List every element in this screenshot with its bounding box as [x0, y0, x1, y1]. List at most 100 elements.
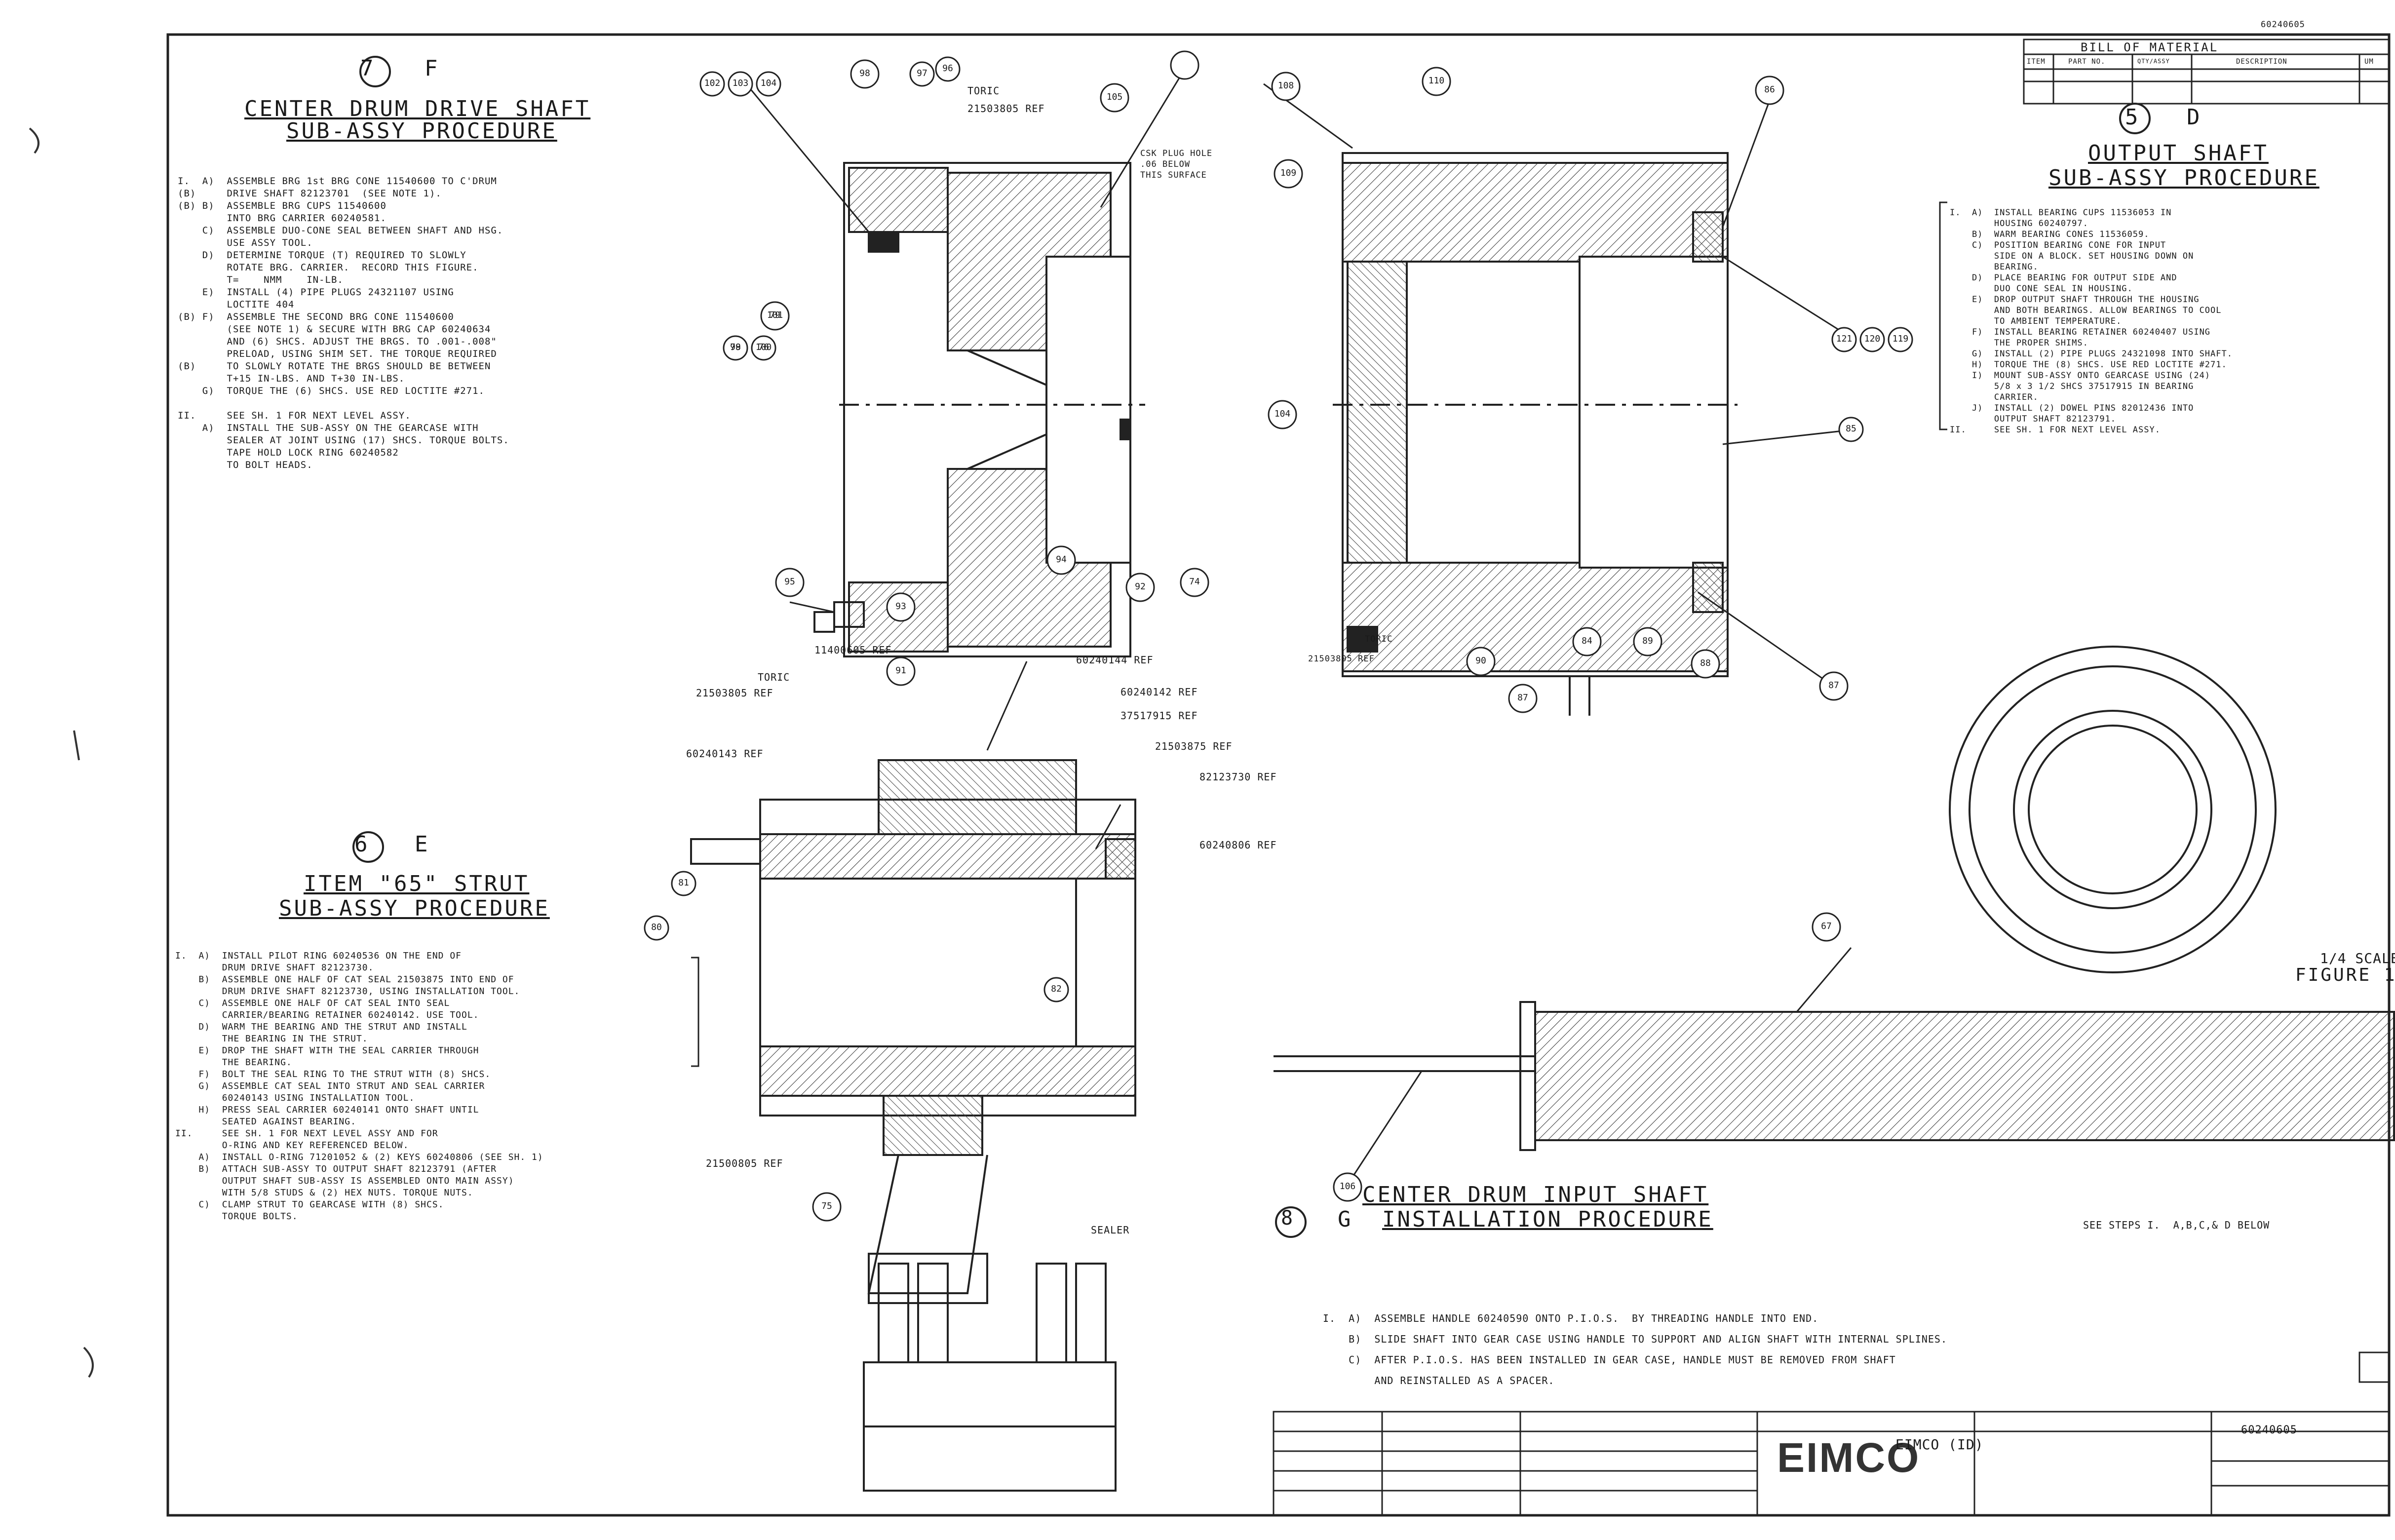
callout-number: 88	[1700, 658, 1711, 668]
part-ref: 60240144 REF	[1076, 654, 1154, 666]
bom-col-qty: QTY/ASSY	[2137, 58, 2170, 65]
balloon	[1819, 671, 1849, 701]
callout-number: 108	[1277, 80, 1294, 91]
balloon	[723, 335, 748, 361]
procedure-step: (B) DRIVE SHAFT 82123701 (SEE NOTE 1).	[178, 188, 442, 199]
figure-label: FIGURE 1	[2295, 965, 2395, 985]
procedure-step: (B) F) ASSEMBLE THE SECOND BRG CONE 1154…	[178, 311, 454, 322]
balloon	[850, 59, 880, 89]
callout-number: 81	[678, 878, 689, 888]
procedure-step: B) SLIDE SHAFT INTO GEAR CASE USING HAND…	[1323, 1333, 1947, 1345]
balloon	[1633, 627, 1662, 656]
toric-label: TORIC	[1365, 634, 1393, 644]
callout-number: 102	[704, 78, 721, 88]
balloon	[1043, 977, 1069, 1002]
procedure-step: D) PLACE BEARING FOR OUTPUT SIDE AND	[1950, 273, 2177, 283]
procedure-step: C) ASSEMBLE ONE HALF OF CAT SEAL INTO SE…	[175, 998, 450, 1008]
callout-number: 97	[917, 68, 927, 78]
balloon	[1333, 1172, 1362, 1202]
procedure-step: C) AFTER P.I.O.S. HAS BEEN INSTALLED IN …	[1323, 1354, 1896, 1366]
procedure-step: OUTPUT SHAFT 82123791.	[1950, 414, 2117, 424]
callout-number: 104	[1274, 409, 1291, 419]
figure-scale: 1/4 SCALE	[2320, 950, 2395, 966]
procedure-step: O-RING AND KEY REFERENCED BELOW.	[175, 1140, 409, 1151]
callout-number: 76	[758, 342, 769, 352]
procedure-step: (SEE NOTE 1) & SECURE WITH BRG CAP 60240…	[178, 324, 491, 335]
bom-title: BILL OF MATERIAL	[2081, 40, 2219, 54]
procedure-step: THE PROPER SHIMS.	[1950, 338, 2088, 348]
procedure-step: G) INSTALL (2) PIPE PLUGS 24321098 INTO …	[1950, 349, 2233, 359]
bom-col-item: ITEM	[2027, 58, 2046, 66]
balloon	[775, 568, 805, 597]
procedure-step: F) INSTALL BEARING RETAINER 60240407 USI…	[1950, 327, 2211, 337]
balloon	[671, 871, 696, 896]
csk-plug-note: CSK PLUG HOLE .06 BELOW THIS SURFACE	[1140, 149, 1213, 180]
procedure-step: H) PRESS SEAL CARRIER 60240141 ONTO SHAF…	[175, 1105, 479, 1115]
part-ref: 21500805 REF	[706, 1157, 783, 1169]
balloon	[1422, 67, 1451, 96]
balloon	[1125, 573, 1155, 602]
procedure-step: TO BOLT HEADS.	[178, 460, 313, 470]
callout-number: 67	[1821, 921, 1832, 931]
toric-label: TORIC	[758, 671, 790, 683]
balloons	[644, 50, 1913, 1222]
section-subtitle: INSTALLATION PROCEDURE	[1382, 1207, 1713, 1232]
balloon	[728, 71, 753, 97]
figure-1-ring	[1949, 646, 2277, 973]
callout-number: 75	[821, 1201, 832, 1211]
callout-number: 89	[1642, 636, 1653, 646]
balloon	[756, 71, 781, 97]
balloon	[1180, 568, 1209, 597]
step-letter: F	[425, 56, 440, 81]
procedure-step: THE BEARING.	[175, 1057, 292, 1068]
brackets	[691, 201, 1947, 1067]
callout-number: 121	[1836, 334, 1853, 344]
procedure-step: DRUM DRIVE SHAFT 82123730, USING INSTALL…	[175, 986, 520, 997]
procedure-step: I. A) ASSEMBLE HANDLE 60240590 ONTO P.I.…	[1323, 1312, 1819, 1324]
balloon	[1755, 76, 1784, 105]
procedure-step: (B) B) ASSEMBLE BRG CUPS 11540600	[178, 200, 386, 211]
procedure-step: 5/8 x 3 1/2 SHCS 37517915 IN BEARING	[1950, 382, 2194, 391]
procedure-step: AND (6) SHCS. ADJUST THE BRGS. TO .001-.…	[178, 336, 497, 347]
margin-mark	[73, 730, 80, 761]
procedure-step: C) POSITION BEARING CONE FOR INPUT	[1950, 240, 2166, 250]
bom-table	[2023, 38, 2390, 105]
procedure-step: E) DROP THE SHAFT WITH THE SEAL CARRIER …	[175, 1045, 479, 1056]
procedure-step: LOCTITE 404	[178, 299, 295, 310]
procedure-step: F) BOLT THE SEAL RING TO THE STRUT WITH …	[175, 1069, 491, 1079]
balloon	[1812, 912, 1841, 942]
balloon	[1691, 649, 1720, 679]
procedure-step: HOUSING 60240797.	[1950, 219, 2088, 229]
procedure-step: T= NMM IN-LB.	[178, 274, 344, 285]
procedure-step: D) WARM THE BEARING AND THE STRUT AND IN…	[175, 1022, 467, 1032]
procedure-step: CARRIER/BEARING RETAINER 60240142. USE T…	[175, 1010, 479, 1020]
callout-number: 99	[730, 342, 741, 352]
balloon	[644, 915, 669, 941]
balloon	[1508, 684, 1538, 713]
procedure-step	[178, 397, 509, 410]
procedure-steps: I. A) ASSEMBLE HANDLE 60240590 ONTO P.I.…	[1323, 1308, 1947, 1391]
toric-label: TORIC	[967, 85, 1000, 97]
balloon	[760, 301, 790, 331]
drawing-number: 60240605	[2241, 1424, 2297, 1436]
callout-number: 93	[895, 601, 906, 612]
procedure-step: BEARING.	[1950, 262, 2039, 272]
step-circles	[352, 56, 2151, 1238]
callout-number: 106	[1339, 1181, 1356, 1192]
procedure-steps: I. A) INSTALL PILOT RING 60240536 ON THE…	[175, 950, 543, 1223]
balloon	[1170, 50, 1199, 80]
callout-number: 109	[1280, 168, 1297, 178]
callout-number: 120	[1864, 334, 1881, 344]
procedure-step: D) DETERMINE TORQUE (T) REQUIRED TO SLOW…	[178, 250, 466, 261]
balloon	[699, 71, 725, 97]
part-ref: 60240806 REF	[1199, 839, 1277, 851]
balloon	[1271, 72, 1301, 101]
procedure-step: I) MOUNT SUB-ASSY ONTO GEARCASE USING (2…	[1950, 371, 2211, 381]
balloon	[935, 56, 961, 82]
balloon	[1888, 327, 1913, 352]
procedure-step: B) ATTACH SUB-ASSY TO OUTPUT SHAFT 82123…	[175, 1164, 497, 1174]
step-number: 8	[1281, 1207, 1295, 1230]
procedure-step: DRUM DRIVE SHAFT 82123730.	[175, 962, 374, 973]
section-subtitle: SUB-ASSY PROCEDURE	[279, 896, 550, 921]
section-title: CENTER DRUM INPUT SHAFT	[1362, 1182, 1709, 1207]
